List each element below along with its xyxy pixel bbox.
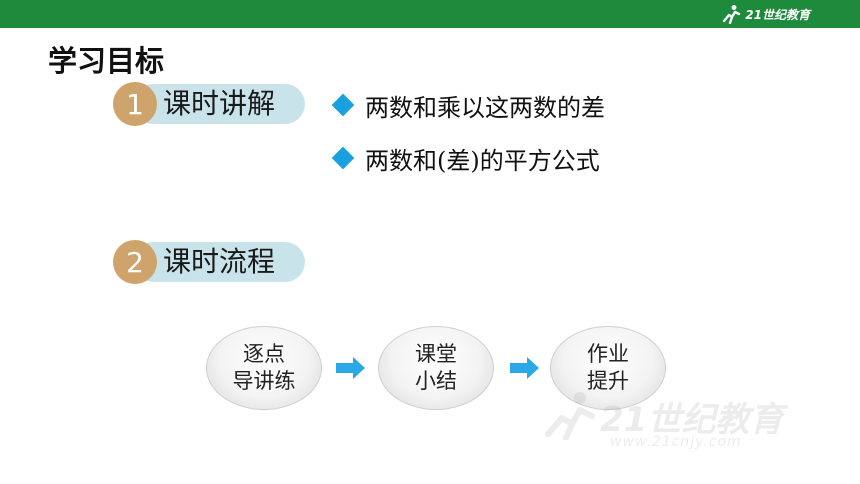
section-pill [133,242,305,282]
brand-logo: 21世纪教育 [720,4,810,24]
bullet-item: 两数和(差)的平方公式 [331,141,605,175]
section-number-badge: 2 [113,240,157,284]
arrow-right-icon [336,357,365,379]
watermark: 21世纪教育 www.21cnjy.com [540,388,830,458]
diamond-bullet-icon [331,146,355,170]
page-title: 学习目标 [48,44,165,78]
bullet-item: 两数和乘以这两数的差 [331,88,605,122]
bullet-list: 两数和乘以这两数的差 两数和(差)的平方公式 [331,88,605,194]
runner-logo-icon [723,5,741,24]
logo-text: 21世纪教育 [745,7,810,22]
flow-step-line: 课堂 [415,342,457,366]
section-label: 课时讲解 [163,87,276,120]
top-bar: 21世纪教育 [0,0,860,28]
lesson-flow: 逐点 导讲练 课堂 小结 作业 提升 [0,326,860,410]
section-number-badge: 1 [113,82,157,126]
flow-step-line: 提升 [587,369,629,393]
section-pill [133,84,305,124]
bullet-text: 两数和(差)的平方公式 [365,146,600,175]
flow-step-line: 逐点 [243,342,285,366]
flow-step-summary[interactable]: 课堂 小结 [378,326,494,410]
flow-step-homework[interactable]: 作业 提升 [550,326,666,410]
bullet-text: 两数和乘以这两数的差 [365,93,605,122]
arrow-right-icon [510,357,539,379]
diamond-bullet-icon [331,93,355,117]
section-label: 课时流程 [163,245,276,278]
watermark-url-text: www.21cnjy.com [610,434,742,450]
section-lesson-explanation[interactable]: 1 课时讲解 [113,82,305,126]
watermark-main-text: 21世纪教育 [600,400,784,440]
flow-step-line: 小结 [415,369,457,393]
section-lesson-flow[interactable]: 2 课时流程 [113,240,305,284]
flow-step-line: 作业 [587,342,629,366]
watermark-runner-icon [545,392,595,440]
flow-step-line: 导讲练 [232,369,296,393]
flow-step-practice[interactable]: 逐点 导讲练 [206,326,322,410]
